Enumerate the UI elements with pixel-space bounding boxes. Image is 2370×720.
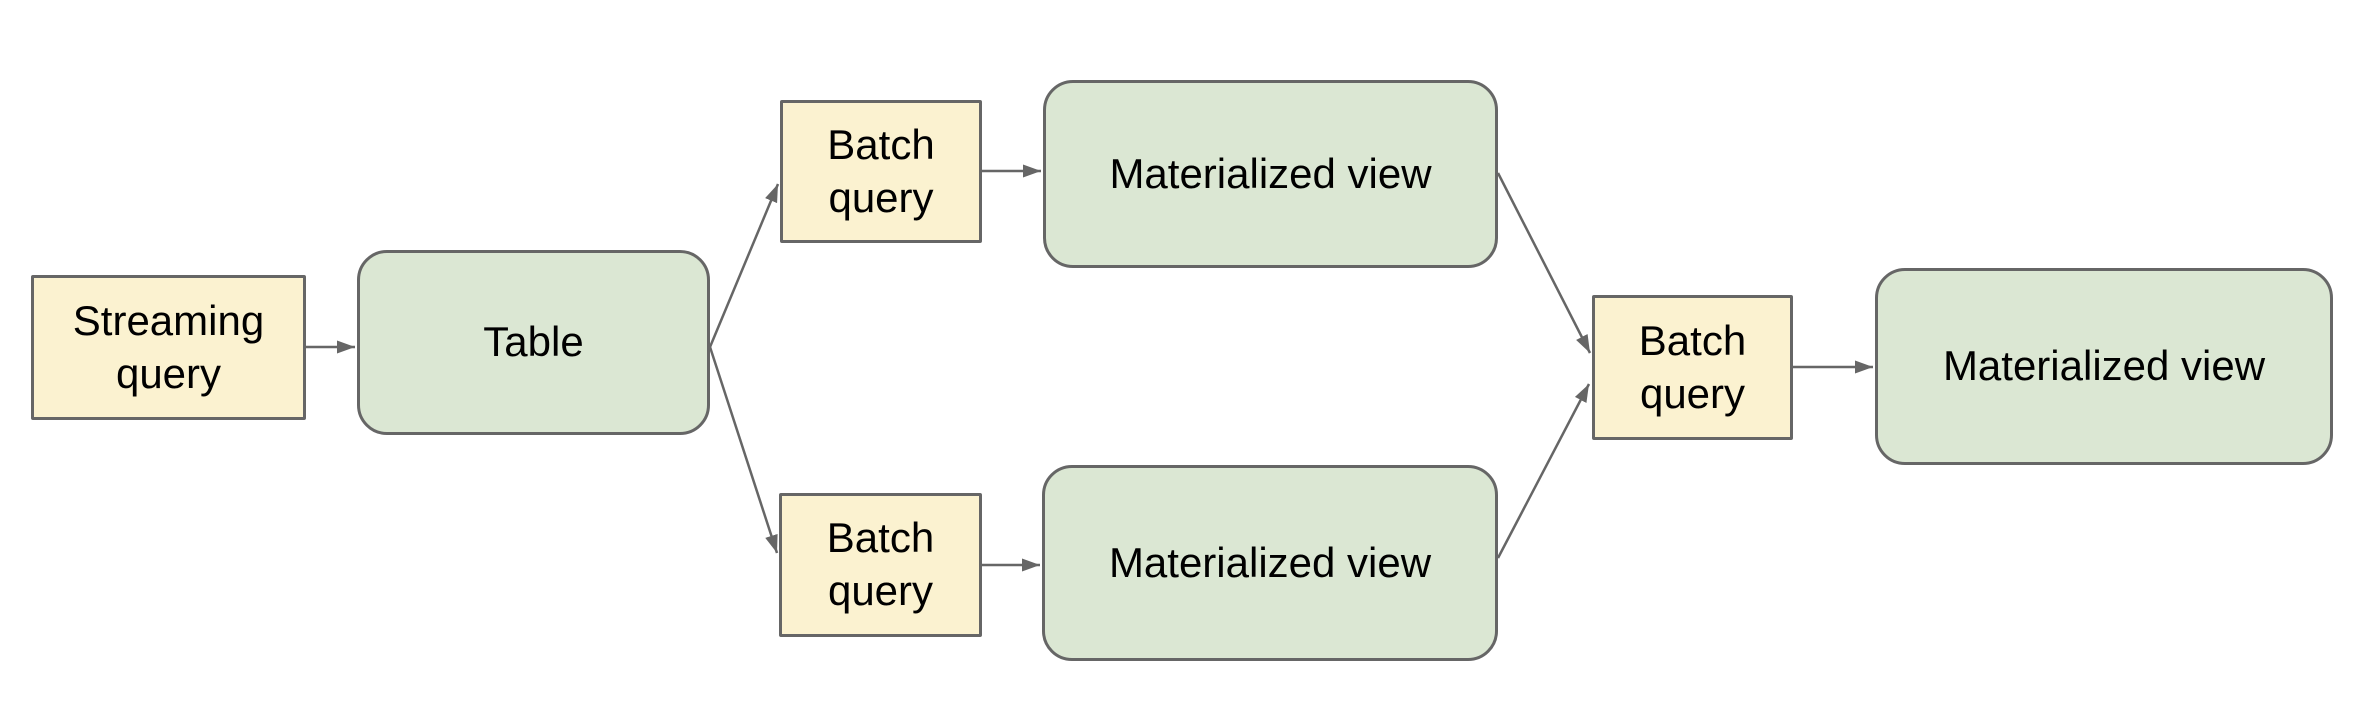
node-label-materialized-view-final: Materialized view: [1942, 342, 2266, 390]
node-label-materialized-view-top: Materialized view: [1109, 149, 1432, 197]
arrow-table-to-batch-query-top: [708, 183, 780, 348]
arrow-materialized-view-bottom-to-batch-query-merge: [1496, 383, 1591, 559]
node-label-batch-query-bottom: Batch query: [826, 514, 935, 614]
arrow-table-to-batch-query-bottom: [708, 346, 779, 554]
node-label-materialized-view-bottom: Materialized view: [1108, 538, 1432, 586]
node-label-batch-query-merge: Batch query: [1638, 316, 1747, 417]
node-table: Table: [357, 250, 710, 435]
node-label-streaming-query: Streaming query: [72, 296, 265, 397]
arrow-materialized-view-top-to-batch-query-merge: [1496, 172, 1592, 354]
node-label-table: Table: [483, 318, 584, 366]
node-materialized-view-top: Materialized view: [1043, 80, 1498, 268]
node-batch-query-top: Batch query: [780, 100, 982, 243]
node-materialized-view-final: Materialized view: [1875, 268, 2333, 465]
node-streaming-query: Streaming query: [31, 275, 306, 420]
node-batch-query-bottom: Batch query: [779, 493, 982, 637]
node-label-batch-query-top: Batch query: [827, 120, 935, 221]
node-materialized-view-bottom: Materialized view: [1042, 465, 1498, 661]
node-batch-query-merge: Batch query: [1592, 295, 1793, 440]
